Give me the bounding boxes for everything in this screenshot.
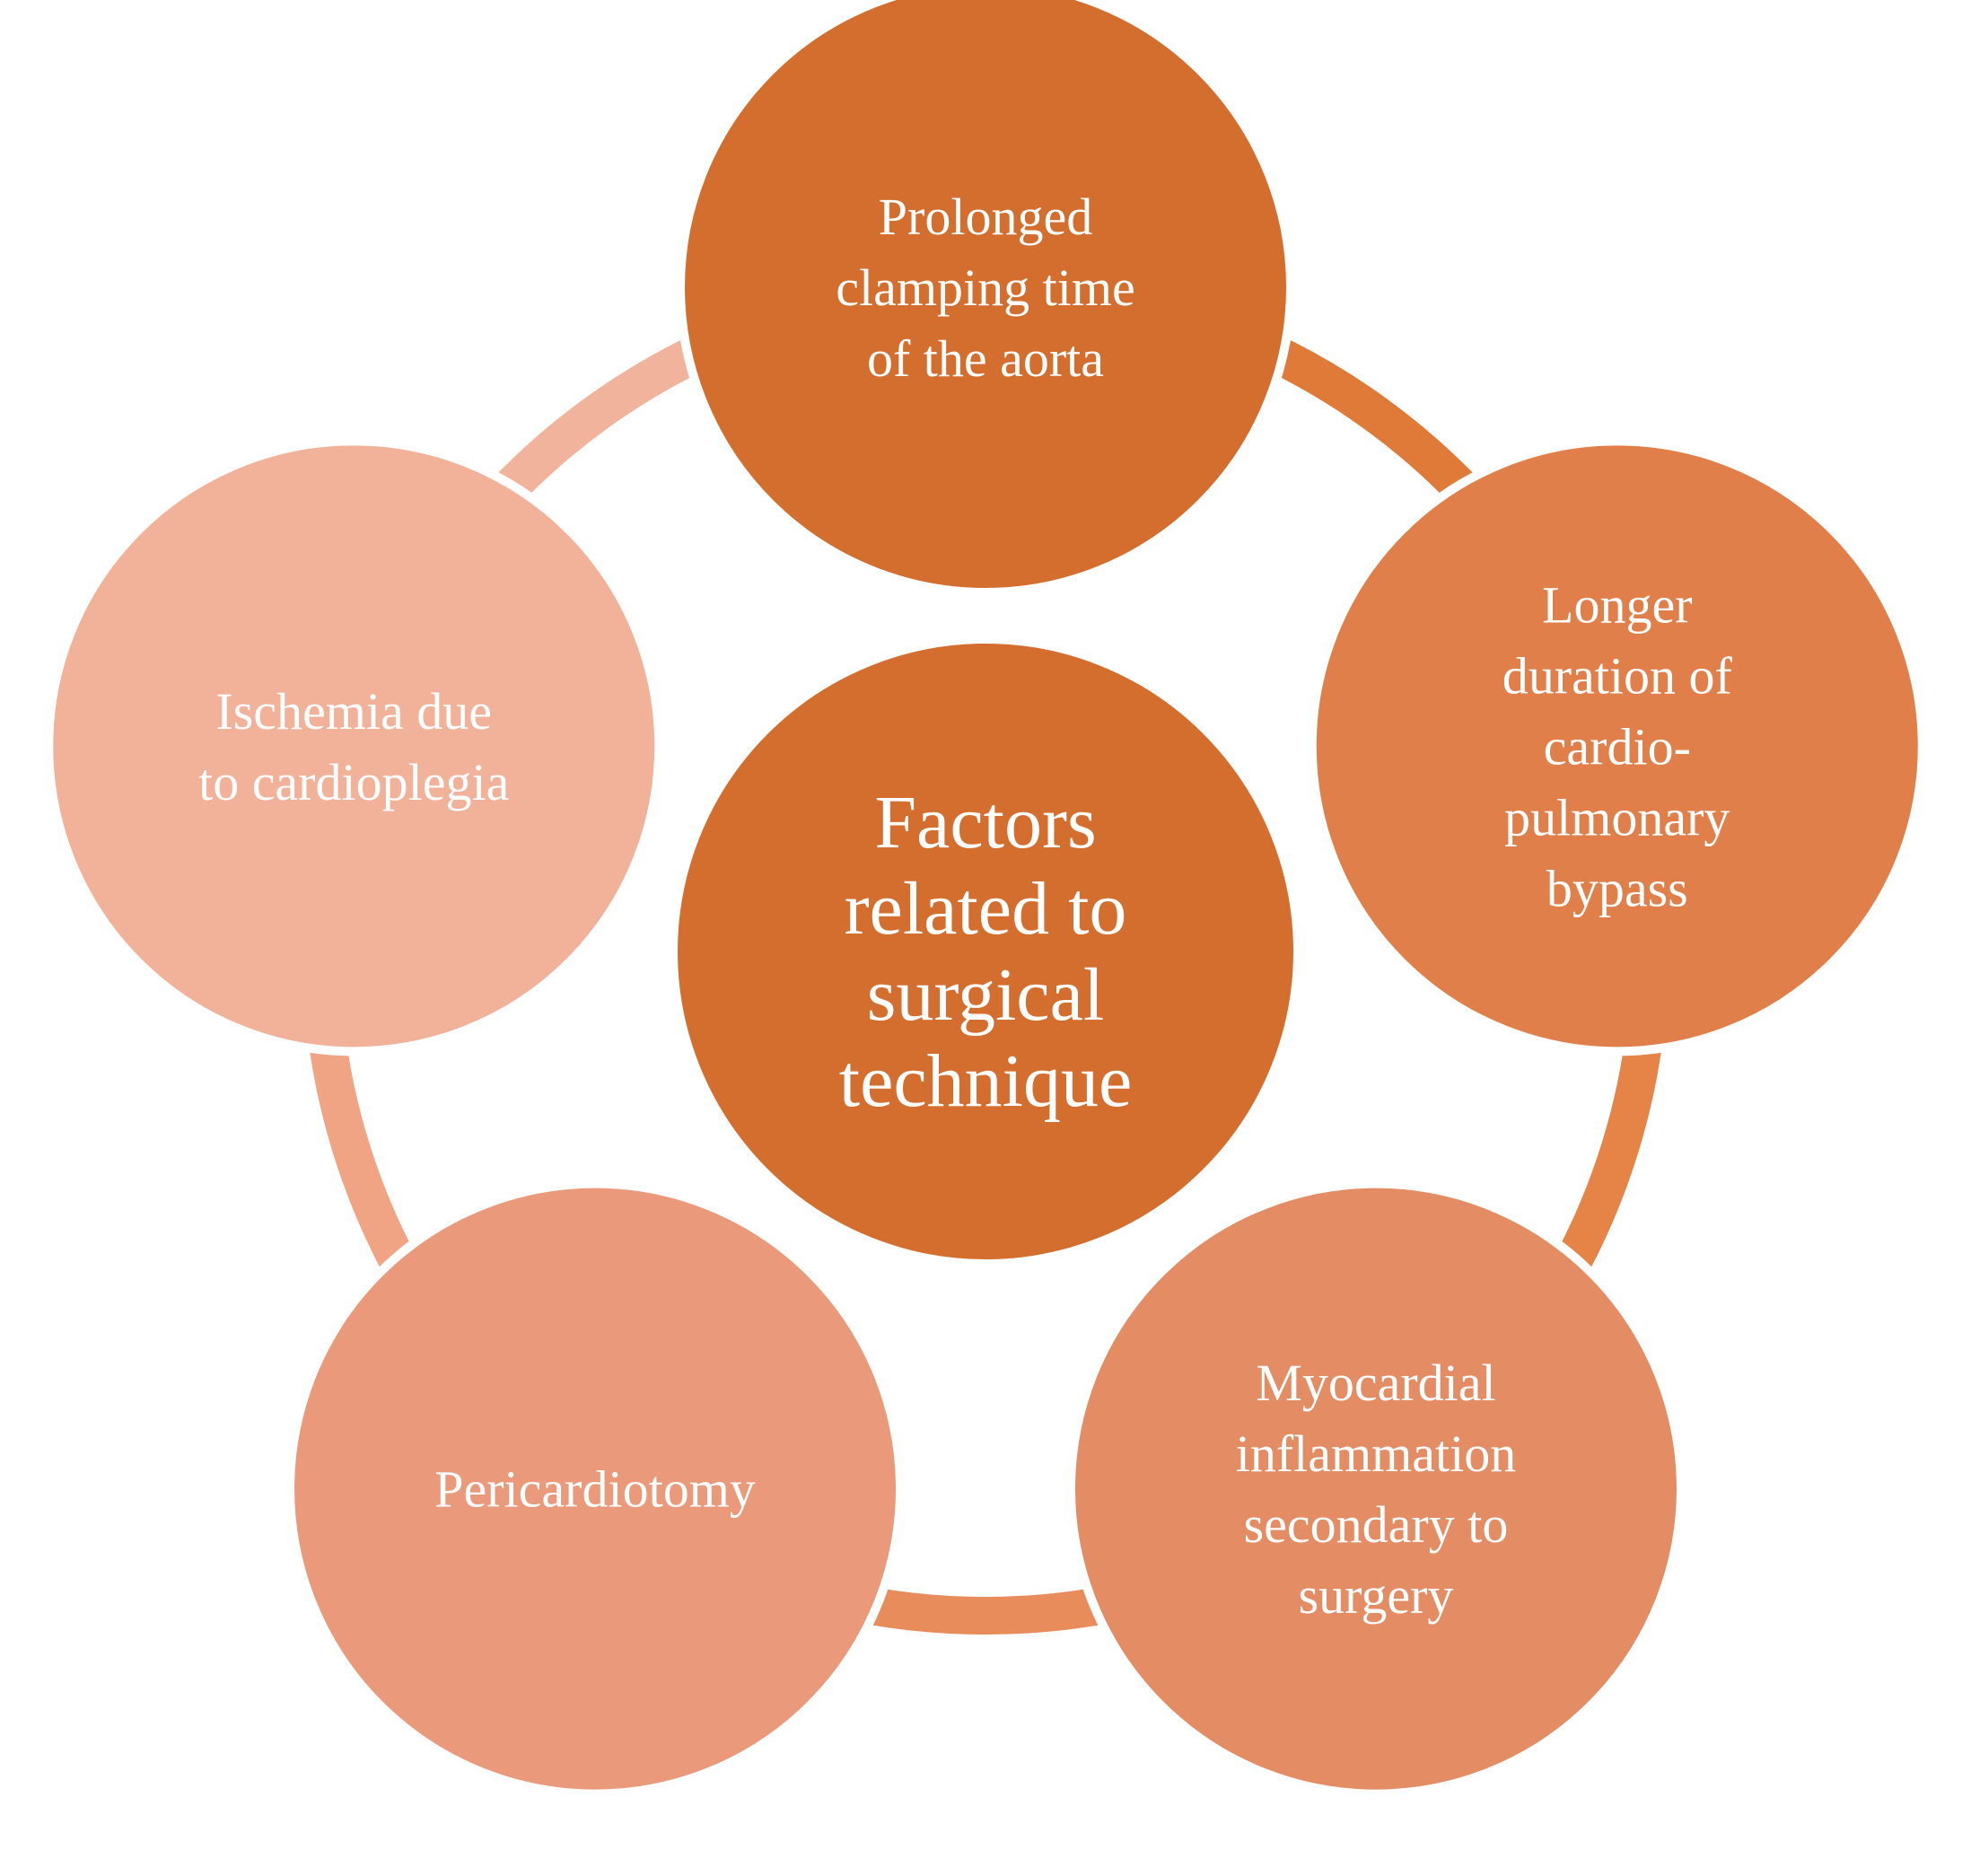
outer-nodes: Prolonged clamping time of the aortaLonger… [44, 0, 1927, 1799]
node-label: Myocardial inflammation secondary to surger… [1236, 1354, 1517, 1625]
node-label-line: inflammation [1236, 1425, 1517, 1483]
node-label: Longer duration of cardio-pulmonary bypass [1502, 575, 1733, 917]
node-label-line: duration of [1502, 646, 1733, 705]
node-circle [1307, 436, 1927, 1056]
node-label-line: pulmonary [1504, 788, 1730, 846]
node-cpb-duration: Longer duration of cardio-pulmonary bypass [1307, 436, 1927, 1056]
node-label-line: surgery [1299, 1566, 1454, 1625]
node-label: Pericardiotomy [434, 1460, 756, 1519]
node-circle [285, 1179, 906, 1799]
center-label-line: surgical [867, 953, 1104, 1037]
node-label-line: secondary to [1244, 1495, 1509, 1554]
node-label-line: Myocardial [1256, 1354, 1495, 1412]
center-label-line: related to [845, 867, 1127, 951]
node-myocardial-inflammation: Myocardial inflammation secondary to surger… [1065, 1179, 1686, 1799]
center-label-line: Factors [874, 781, 1096, 864]
center-circle [669, 635, 1302, 1268]
node-circle [44, 436, 664, 1056]
node-circle [1065, 1179, 1686, 1799]
node-label: Ischemia due to cardioplegia [198, 682, 509, 811]
node-label-line: to cardioplegia [198, 753, 509, 811]
node-pericardiotomy: Pericardiotomy [285, 1179, 906, 1799]
node-label-line: Longer [1542, 575, 1693, 634]
node-circle [676, 0, 1295, 597]
node-label-line: clamping time [836, 259, 1134, 317]
center-label-line: technique [839, 1039, 1133, 1123]
node-label-line: of the aorta [867, 329, 1104, 388]
node-label-line: bypass [1546, 859, 1688, 917]
node-label: Prolonged clamping time of the aorta [836, 188, 1134, 388]
node-label-line: Ischemia due [215, 682, 492, 741]
node-ischemia-cardioplegia: Ischemia due to cardioplegia [44, 436, 664, 1056]
node-label-line: cardio- [1544, 717, 1691, 776]
node-label-line: Pericardiotomy [434, 1460, 756, 1519]
node-label-line: Prolonged [879, 188, 1092, 246]
node-aorta-clamping: Prolonged clamping time of the aorta [676, 0, 1295, 597]
